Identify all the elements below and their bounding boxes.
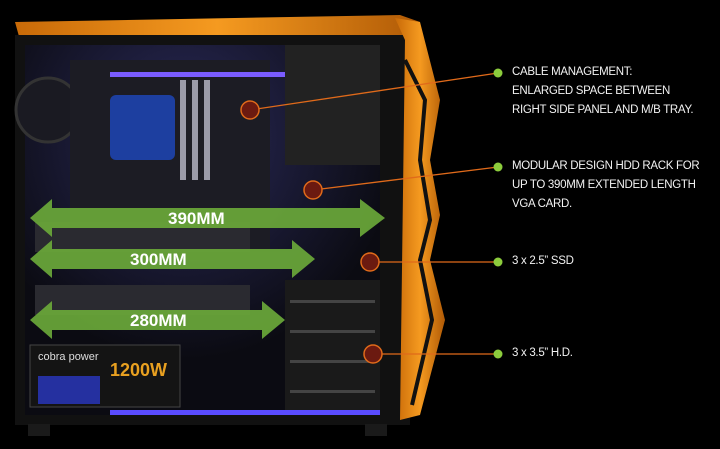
front-panel-groove: [403, 59, 435, 406]
callout-markers: [240, 100, 383, 364]
dot-icon: [493, 162, 503, 172]
annotation-hdd-rack: MODULAR DESIGN HDD RACK FOR UP TO 390MM …: [512, 157, 700, 214]
annotation-line: MODULAR DESIGN HDD RACK FOR: [512, 160, 700, 172]
case-top-panel: [15, 15, 420, 40]
callout-line: [312, 166, 499, 191]
callout-dots: [493, 68, 503, 359]
annotation-ssd: 3 x 2.5” SSD: [512, 252, 574, 271]
arrow-label: 280MM: [130, 311, 187, 330]
annotation-line: 3 x 2.5” SSD: [512, 255, 574, 267]
drive-bay: [290, 360, 375, 363]
arrow-300mm: 300MM: [30, 240, 315, 278]
marker-hdd-rack: [303, 180, 323, 200]
arrow-280mm: 280MM: [30, 301, 285, 339]
marker-ssd: [360, 252, 380, 272]
dot-icon: [493, 349, 503, 359]
drive-cage-upper: [285, 45, 380, 165]
arrow-shape: [30, 301, 285, 339]
ram-stick: [180, 80, 186, 180]
annotation-line: UP TO 390MM EXTENDED LENGTH: [512, 179, 696, 191]
annotation-line: CABLE MANAGEMENT:: [512, 66, 633, 78]
arrow-shape: [30, 240, 315, 278]
dot-icon: [493, 68, 503, 78]
annotation-line: VGA CARD.: [512, 198, 572, 210]
cpu-cooler: [110, 95, 175, 160]
ram-stick: [204, 80, 210, 180]
psu-wattage-logo: 1200W: [110, 360, 167, 380]
annotation-line: RIGHT SIDE PANEL AND M/B TRAY.: [512, 104, 694, 116]
foot-left: [28, 424, 50, 436]
annotation-cable-management: CABLE MANAGEMENT: ENLARGED SPACE BETWEEN…: [512, 63, 694, 120]
psu-logo-text: cobra power: [38, 351, 99, 363]
callout-line: [249, 72, 499, 111]
led-strip: [110, 72, 290, 77]
bottom-led-strip: [110, 410, 380, 415]
drive-bay: [290, 330, 375, 333]
marker-hdd: [363, 344, 383, 364]
annotation-line: 3 x 3.5” H.D.: [512, 347, 573, 359]
annotation-line: ENLARGED SPACE BETWEEN: [512, 85, 671, 97]
annotation-hdd: 3 x 3.5” H.D.: [512, 344, 573, 363]
foot-right: [365, 424, 387, 436]
callout-lines: [249, 72, 499, 355]
drive-bay: [290, 390, 375, 393]
arrow-label: 300MM: [130, 250, 187, 269]
arrow-shape: [30, 199, 385, 237]
arrow-label: 390MM: [168, 209, 225, 228]
arrow-390mm: 390MM: [30, 199, 385, 237]
ram-stick: [192, 80, 198, 180]
marker-cable-management: [240, 100, 260, 120]
drive-bay: [290, 300, 375, 303]
dot-icon: [493, 257, 503, 267]
psu-label-panel: [38, 376, 100, 404]
